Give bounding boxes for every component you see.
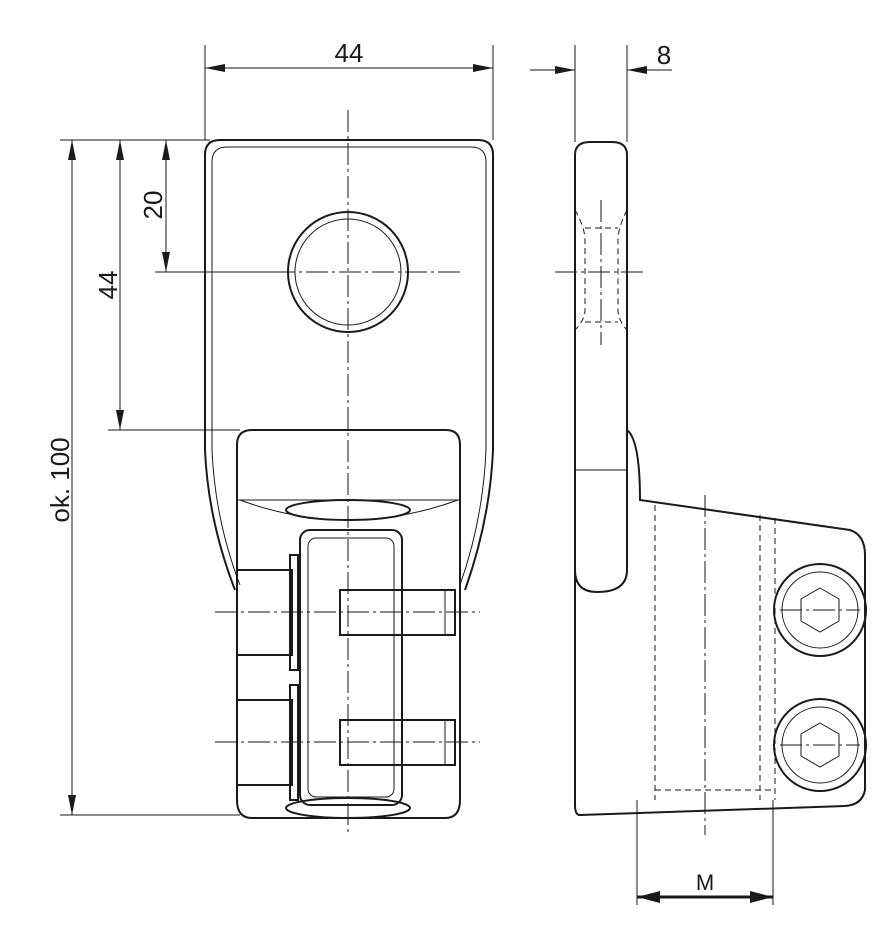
dimension-vertical-set: ok. 100 44 20 bbox=[45, 139, 290, 816]
dimension-mount-width: M bbox=[637, 870, 773, 903]
dimension-label-width: 44 bbox=[335, 38, 364, 68]
front-view bbox=[204, 110, 494, 835]
dimension-label-hole-offset: 20 bbox=[138, 191, 168, 220]
dimension-thickness: 8 bbox=[530, 40, 672, 142]
dimension-label-hole-to-block: 44 bbox=[93, 271, 123, 300]
dimension-label-thickness: 8 bbox=[657, 40, 671, 70]
dimension-top-width: 44 bbox=[204, 38, 494, 140]
side-view bbox=[555, 141, 867, 905]
dimension-label-total-height: ok. 100 bbox=[45, 437, 75, 522]
dimension-label-mount: M bbox=[696, 870, 714, 895]
